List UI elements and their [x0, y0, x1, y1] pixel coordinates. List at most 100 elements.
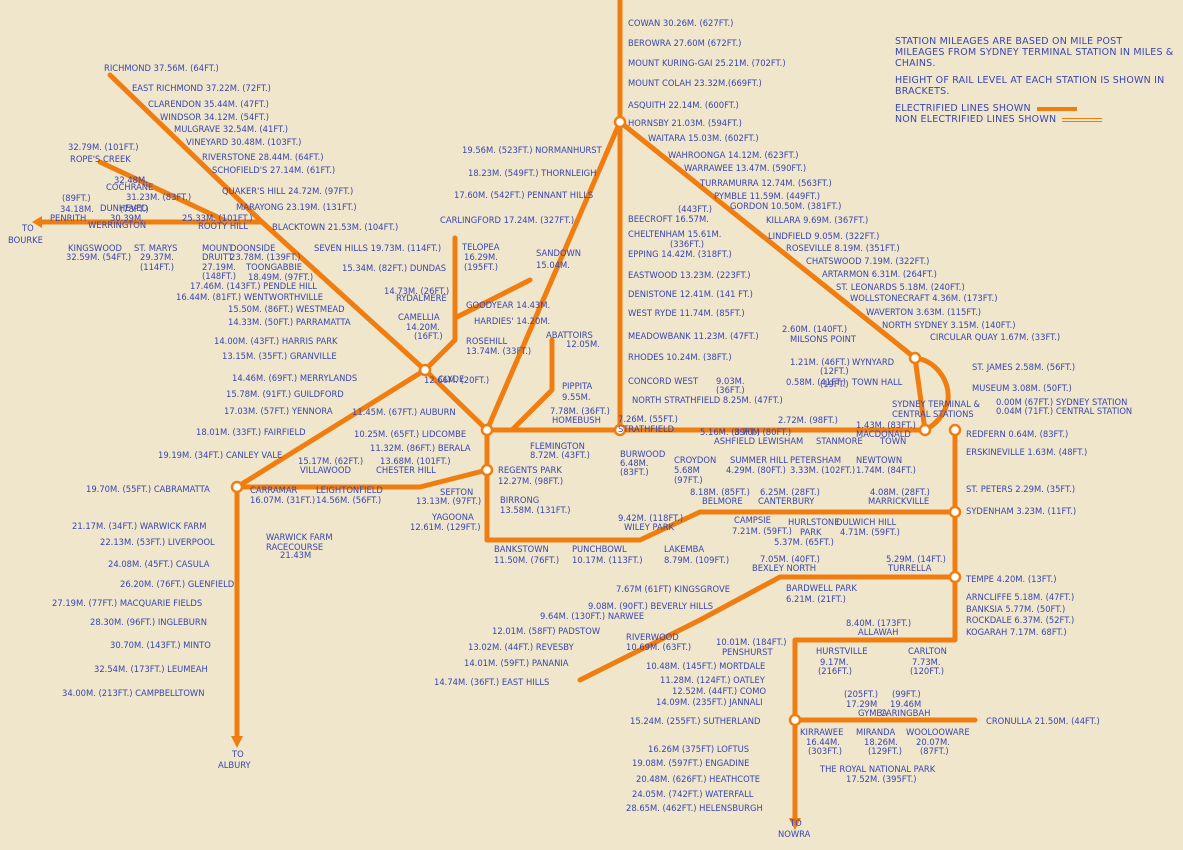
station-label: TO	[21, 223, 34, 233]
station-label: 11.28M. (124FT.) OATLEY	[660, 675, 766, 685]
station-label: 5.37M. (65FT.)	[774, 537, 834, 547]
station-label: PYMBLE 11.59M. (449FT.)	[714, 191, 820, 201]
station-label: HARDIES' 14.20M.	[474, 316, 550, 326]
station-label: 10.25M. (65FT.) LIDCOMBE	[354, 429, 466, 439]
station-label: (36FT.)	[716, 385, 745, 395]
station-label: BEROWRA 27.60M (672FT.)	[628, 38, 741, 48]
station-label: 19.70M. (55FT.) CABRAMATTA	[86, 484, 210, 494]
station-label: CAMELLIA	[398, 312, 440, 322]
station-label: 9.08M. (90FT.) BEVERLY HILLS	[588, 601, 713, 611]
legend-electrified-label: ELECTRIFIED LINES SHOWN	[895, 103, 1031, 114]
station-label: KIRRAWEE	[800, 727, 843, 737]
station-label: 1.74M. (84FT.)	[856, 465, 916, 475]
station-label: 28.65M. (462FT.) HELENSBURGH	[626, 803, 763, 813]
station-label: 11.50M. (76FT.)	[494, 555, 559, 565]
station-label: 14.33M. (50FT.) PARRAMATTA	[228, 317, 351, 327]
station-label: 32.59M. (54FT.)	[66, 252, 131, 262]
station-label: 8.18M. (85FT.)	[690, 487, 750, 497]
station-label: ROSEVILLE 8.19M. (351FT.)	[786, 243, 900, 253]
station-label: WERRINGTON	[88, 220, 146, 230]
station-label: 34.00M. (213FT.) CAMPBELLTOWN	[62, 688, 204, 698]
line-north-shore	[617, 119, 918, 361]
line-richmond	[107, 72, 265, 225]
station-label: 13.58M. (131FT.)	[500, 505, 571, 515]
station-label: 18.23M. (549FT.) THORNLEIGH	[468, 168, 596, 178]
station-label: 9.64M. (130FT.) NARWEE	[540, 611, 644, 621]
station-label: ROSEHILL	[466, 336, 507, 346]
station-label: COWAN 30.26M. (627FT.)	[628, 18, 733, 28]
station-label: 13.15M. (35FT.) GRANVILLE	[222, 351, 337, 361]
station-label: (97FT.)	[674, 475, 703, 485]
station-label: CHATSWOOD 7.19M. (322FT.)	[806, 256, 929, 266]
station-label: 4.29M. (80FT.)	[726, 465, 786, 475]
station-label: 14.46M. (69FT.) MERRYLANDS	[232, 373, 357, 383]
station-label: 7.26M. (55FT.)	[618, 414, 678, 424]
station-label: 6.25M. (28FT.)	[760, 487, 820, 497]
station-label: (114FT.)	[140, 262, 174, 272]
station-label: SEVEN HILLS 19.73M. (114FT.)	[314, 243, 441, 253]
station-label: LEIGHTONFIELD	[316, 485, 383, 495]
station-label: 7.67M (61FT) KINGSGROVE	[616, 584, 730, 594]
station-label: PENSHURST	[722, 647, 773, 657]
station-label: 16.26M (375FT) LOFTUS	[648, 744, 749, 754]
station-label: 22.13M. (53FT.) LIVERPOOL	[100, 537, 215, 547]
station-label: ERSKINEVILLE 1.63M. (48FT.)	[966, 447, 1087, 457]
station-circular-quay	[908, 351, 922, 365]
station-label: TEMPE 4.20M. (13FT.)	[965, 574, 1056, 584]
station-label: (99FT.)	[892, 689, 921, 699]
station-label: 24.05M. (742FT.) WATERFALL	[632, 789, 754, 799]
station-label: 25.33M. (101FT.)	[182, 213, 253, 223]
station-label: 21.17M. (34FT.) WARWICK FARM	[72, 521, 206, 531]
station-sutherland	[788, 713, 802, 727]
station-label: 9.55M.	[562, 392, 591, 402]
station-label: WYNYARD	[852, 357, 894, 367]
station-label: ABATTOIRS	[546, 330, 593, 340]
station-label: ALLAWAH	[858, 627, 898, 637]
station-label: BANKSIA 5.77M. (50FT.)	[966, 604, 1065, 614]
station-label: WEST RYDE 11.74M. (85FT.)	[628, 308, 745, 318]
station-lidcombe	[480, 423, 494, 437]
station-label: BEXLEY NORTH	[752, 563, 816, 573]
legend-row-non-electrified: NON ELECTRIFIED LINES SHOWN	[895, 114, 1175, 125]
station-label: 7.05M. (40FT.)	[760, 554, 820, 564]
line-east-hills	[577, 574, 958, 683]
station-label: 27.19M. (77FT.) MACQUARIE FIELDS	[52, 598, 202, 608]
station-label: 9.03M.	[716, 376, 745, 386]
station-label: 15.24M. (255FT.) SUTHERLAND	[630, 716, 760, 726]
station-label: TURRELLA	[887, 563, 932, 573]
station-label: KILLARA 9.69M. (367FT.)	[766, 215, 868, 225]
station-label: BELMORE	[702, 496, 743, 506]
station-label: NEWTOWN	[856, 455, 902, 465]
station-label: BANKSTOWN	[494, 544, 549, 554]
station-label: 16.44M. (81FT.) WENTWORTHVILLE	[176, 292, 323, 302]
legend-note-height: HEIGHT OF RAIL LEVEL AT EACH STATION IS …	[895, 75, 1165, 97]
line-ropes-creek	[97, 159, 231, 225]
station-label: WAHROONGA 14.12M. (623FT.)	[668, 150, 799, 160]
station-regents-park	[480, 463, 494, 477]
station-label: NORTH SYDNEY 3.15M. (140FT.)	[882, 320, 1016, 330]
line-sandown	[452, 277, 533, 321]
station-label: 12.27M. (98FT.)	[498, 476, 563, 486]
arrow-albury	[231, 736, 243, 748]
station-label: COCHRANE	[106, 182, 153, 192]
station-label: DOONSIDE	[230, 243, 275, 253]
station-label: 8.40M. (173FT.)	[846, 618, 911, 628]
station-label: 14.01M. (59FT.) PANANIA	[464, 658, 569, 668]
station-label: ROCKDALE 6.37M. (52FT.)	[966, 615, 1074, 625]
legend-electrified-swatch	[1036, 106, 1077, 111]
station-label: TOWN	[879, 436, 906, 446]
station-label: 7.21M. (59FT.)	[732, 526, 792, 536]
station-label: WAVERTON 3.63M. (115FT.)	[866, 307, 981, 317]
station-label: ST. JAMES 2.58M. (56FT.)	[972, 362, 1075, 372]
station-label: 12.52M. (44FT.) COMO	[672, 686, 766, 696]
station-label: 11.45M. (67FT.) AUBURN	[352, 407, 456, 417]
station-label: FLEMINGTON	[530, 441, 585, 451]
station-label: 4.08M. (28FT.)	[870, 487, 930, 497]
station-label: DULWICH HILL	[836, 517, 896, 527]
station-label: 9.42M. (118FT.)	[618, 513, 683, 523]
station-label: (148FT.)	[202, 271, 236, 281]
station-label: 21.43M	[280, 550, 311, 560]
station-label: SUMMER HILL	[730, 455, 788, 465]
station-label: CRONULLA 21.50M. (44FT.)	[986, 716, 1100, 726]
